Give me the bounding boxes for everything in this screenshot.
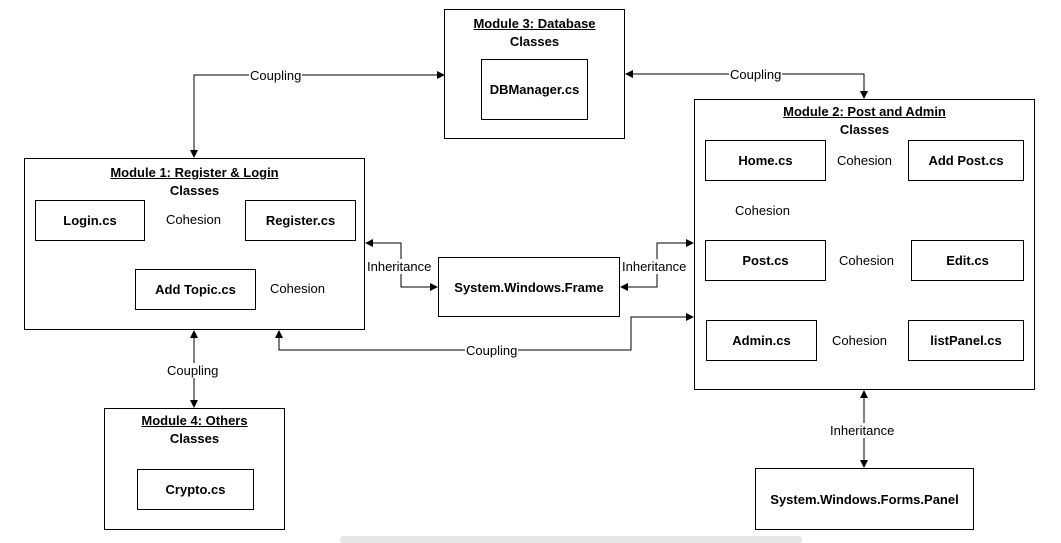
module-4-subtitle: Classes (169, 431, 220, 446)
module-2-title: Module 2: Post and Admin Classes (783, 104, 946, 137)
class-dbmanager: DBManager.cs (481, 59, 588, 120)
class-home: Home.cs (705, 140, 826, 181)
coupling-label-m1-m4: Coupling (166, 363, 220, 378)
inheritance-label-m1-frame: Inheritance (366, 259, 433, 274)
class-add-topic: Add Topic.cs (135, 269, 256, 310)
inheritance-label-m2-panel: Inheritance (829, 423, 896, 438)
module-4-container: Module 4: Others Classes Crypto.cs (104, 408, 285, 530)
class-register: Register.cs (245, 200, 356, 241)
class-post: Post.cs (705, 240, 826, 281)
cohesion-label-admin-listpanel: Cohesion (831, 333, 888, 348)
class-crypto: Crypto.cs (137, 469, 254, 510)
coupling-edge-m1-m2 (275, 313, 694, 351)
module-2-subtitle: Classes (839, 122, 890, 137)
coupling-label-m3-m2: Coupling (729, 67, 783, 82)
module-3-title: Module 3: Database Classes (473, 16, 596, 49)
module-4-title: Module 4: Others Classes (141, 413, 248, 446)
coupling-edge-m1-m3 (190, 71, 445, 158)
module-1-subtitle: Classes (169, 183, 220, 198)
cohesion-label-home-post: Cohesion (734, 203, 791, 218)
cohesion-label-home-addpost: Cohesion (836, 153, 893, 168)
class-edit: Edit.cs (911, 240, 1024, 281)
horizontal-scrollbar[interactable] (340, 536, 802, 543)
class-listpanel: listPanel.cs (908, 320, 1024, 361)
cohesion-label-login-register: Cohesion (165, 212, 222, 227)
class-system-windows-frame: System.Windows.Frame (438, 257, 620, 317)
inheritance-label-frame-m2: Inheritance (621, 259, 688, 274)
coupling-label-m1-m3: Coupling (249, 68, 303, 83)
class-login: Login.cs (35, 200, 145, 241)
module-1-container: Module 1: Register & Login Classes Login… (24, 158, 365, 330)
class-system-windows-forms-panel: System.Windows.Forms.Panel (755, 468, 974, 530)
cohesion-label-addtopic-register: Cohesion (269, 281, 326, 296)
class-admin: Admin.cs (706, 320, 817, 361)
module-3-container: Module 3: Database Classes DBManager.cs (444, 9, 625, 139)
cohesion-label-post-edit: Cohesion (838, 253, 895, 268)
coupling-edge-m3-m2 (625, 70, 868, 99)
coupling-label-m1-m2: Coupling (465, 343, 519, 358)
class-add-post: Add Post.cs (908, 140, 1024, 181)
module-1-title: Module 1: Register & Login Classes (110, 165, 279, 198)
module-3-subtitle: Classes (509, 34, 560, 49)
